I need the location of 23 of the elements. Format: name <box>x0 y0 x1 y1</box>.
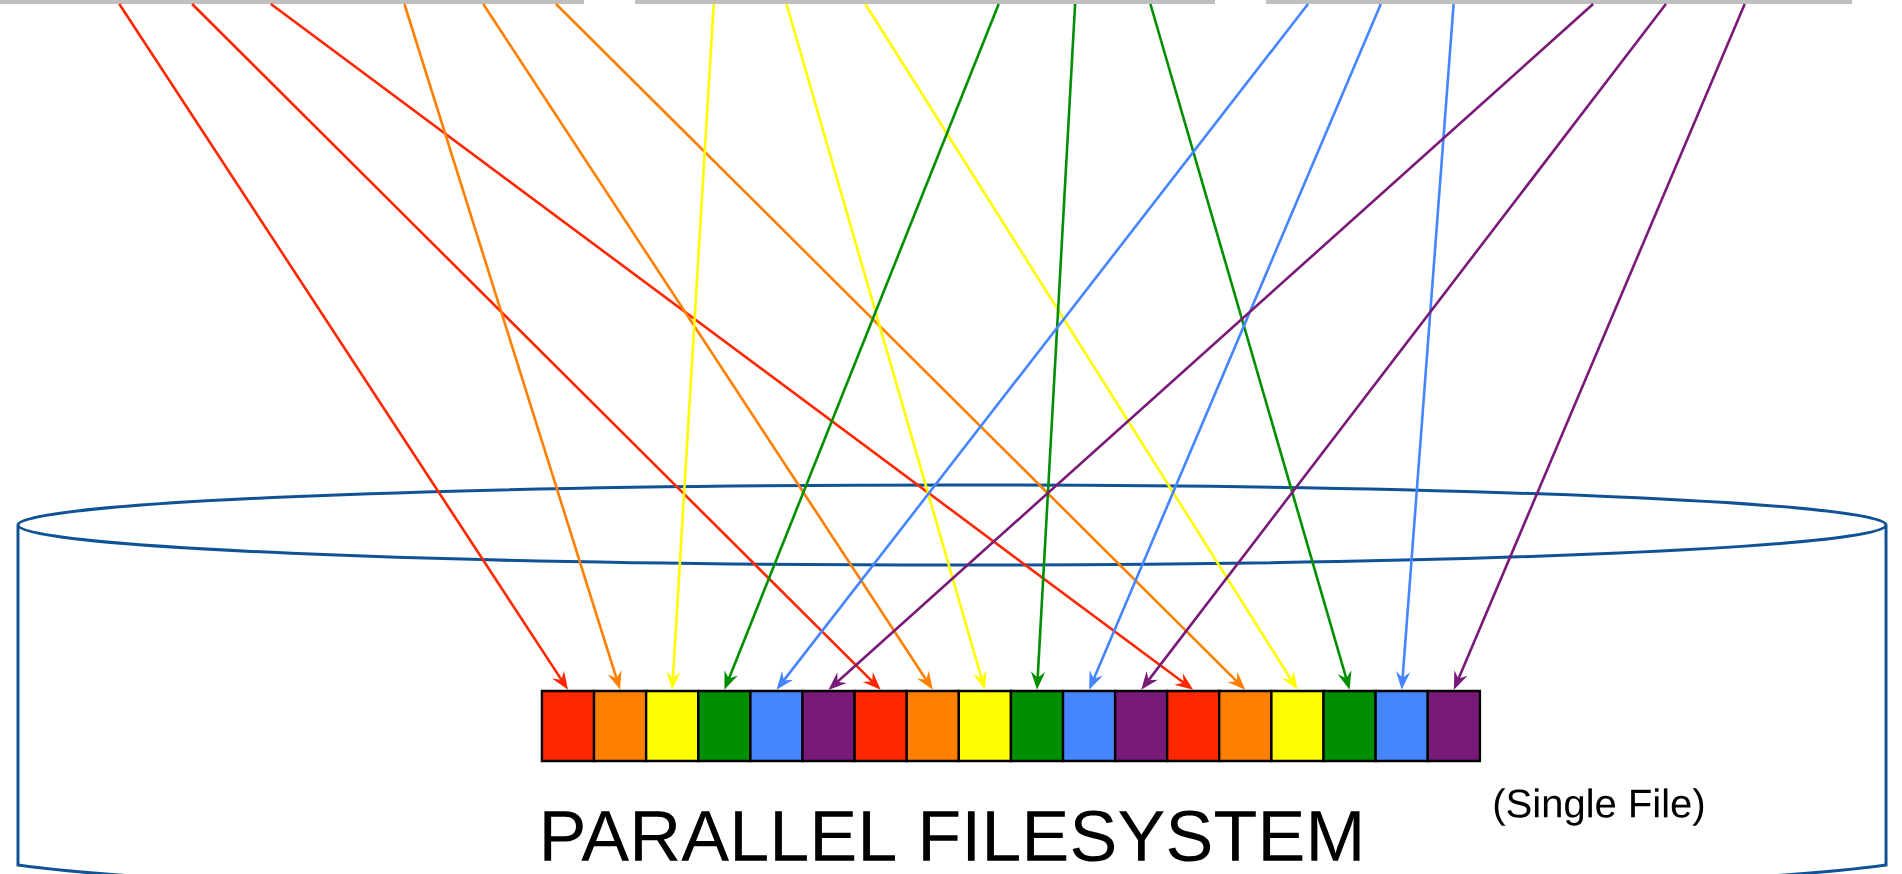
shadow-box <box>0 0 584 4</box>
file-block <box>801 689 856 763</box>
note-text: (Single File) <box>1494 788 1704 826</box>
file-block <box>592 689 648 763</box>
file-block <box>1322 689 1377 763</box>
file-block <box>905 689 961 763</box>
file-block <box>1061 689 1117 763</box>
file-block <box>1218 689 1273 763</box>
file-block <box>749 689 804 763</box>
file-block <box>957 689 1013 763</box>
file-block <box>1165 689 1221 763</box>
file-block <box>1426 689 1482 763</box>
file-block <box>853 689 908 763</box>
file-block <box>540 689 596 763</box>
file-block <box>644 689 700 763</box>
title-text: PARALLEL FILESYSTEM <box>544 810 1360 862</box>
shadow-box <box>1266 0 1852 4</box>
file-block <box>697 689 752 763</box>
file-block <box>1270 689 1325 763</box>
file-block <box>1374 689 1429 763</box>
file-block <box>1113 689 1169 763</box>
shadow-box <box>635 0 1215 4</box>
file-block <box>1009 689 1065 763</box>
